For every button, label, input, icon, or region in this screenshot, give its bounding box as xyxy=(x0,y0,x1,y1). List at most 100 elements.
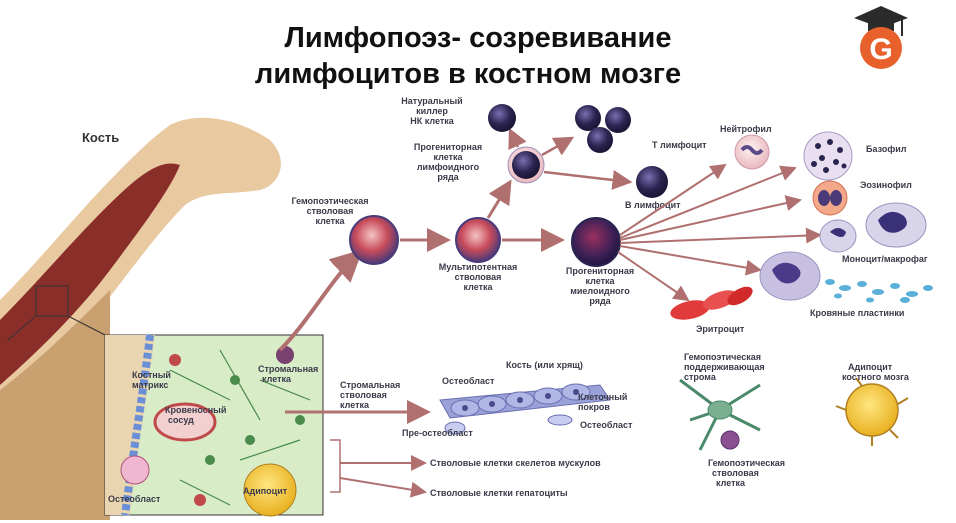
zoom-line-left xyxy=(7,315,37,341)
inset-adipocyte-label: Адипоцит xyxy=(243,486,288,496)
bone-cartilage-label: Кость (или хрящ) xyxy=(506,360,583,370)
hsc-label-1: Гемопоэтическая xyxy=(291,196,368,206)
t-cell-1 xyxy=(575,105,601,131)
vessel-label-2: сосуд xyxy=(168,415,194,425)
lymphoid-label-4: ряда xyxy=(437,172,459,182)
nk-label-1: Натуральный xyxy=(401,96,462,106)
b-cell-label: В лимфоцит xyxy=(625,200,681,210)
lymphoid-label-2: клетка xyxy=(433,152,463,162)
lining-label-2: покров xyxy=(578,402,610,412)
vessel-label-1: Кровеносный xyxy=(165,405,226,415)
adipocyte-label-2: костного мозга xyxy=(842,372,910,382)
lymphoid-label-1: Прогениторная xyxy=(414,142,482,152)
platelets-label: Кровяные пластинки xyxy=(810,308,904,318)
basophil-cell xyxy=(803,131,853,181)
platelets xyxy=(825,279,933,303)
t-cell-3 xyxy=(587,127,613,153)
myeloid-label-3: миелоидного xyxy=(570,286,630,296)
lymphoid-label-3: лимфоидного xyxy=(417,162,480,172)
multipotent-cell xyxy=(455,217,501,263)
erythrocytes xyxy=(670,286,753,320)
adipocyte-label-1: Адипоцит xyxy=(848,362,893,372)
stem-muscle-label: Стволовые клетки скелетов мускулов xyxy=(430,458,601,468)
arrow-inset-to-hsc xyxy=(278,249,363,352)
nk-cell xyxy=(488,104,516,132)
myeloid-arrows xyxy=(617,163,822,302)
nk-label-2: киллер xyxy=(416,106,448,116)
inset-osteoblast-label: Остеобласт xyxy=(108,494,161,504)
hsc-cell xyxy=(349,215,399,265)
stroma-label-2: поддерживающая xyxy=(684,362,765,372)
basophil-label: Базофил xyxy=(866,144,907,154)
stroma-label-1: Гемопоэтическая xyxy=(684,352,761,362)
stroma-label-3: строма xyxy=(684,372,717,382)
logo-badge xyxy=(860,27,902,69)
arrow-to-b xyxy=(543,170,633,190)
osteoblast-chain xyxy=(439,383,611,435)
page-title-line-2: лимфоцитов в костном мозге xyxy=(254,58,682,90)
hsc-label-2: стволовая xyxy=(307,206,354,216)
stem-hepato-label: Стволовые клетки гепатоциты xyxy=(430,488,568,498)
pre-osteoblast-label: Пре-остеобласт xyxy=(402,428,473,438)
hsc2-label-1: Гемопоэтическая xyxy=(708,458,785,468)
logo-letter: G xyxy=(869,33,892,66)
marrow-inset xyxy=(104,334,324,517)
neutrophil-label: Нейтрофил xyxy=(720,124,772,134)
stromal-label-3: клетка xyxy=(340,400,370,410)
nk-label-3: НК клетка xyxy=(410,116,455,126)
bone-illustration xyxy=(0,117,281,520)
t-cell-2 xyxy=(605,107,631,133)
hsc-label-3: клетка xyxy=(315,216,345,226)
monocyte-label: Моноцит/макрофаг xyxy=(842,254,928,264)
page-title-line-1: Лимфопоэз- созревивание xyxy=(284,22,672,54)
bone-matrix-label-2: матрикс xyxy=(132,380,168,390)
stromal-label-1: Стромальная xyxy=(340,380,400,390)
inset-stromal-label-2: клетка xyxy=(262,374,292,384)
hsc2-label-2: стволовая xyxy=(712,468,759,478)
multipotent-label-3: клетка xyxy=(463,282,493,292)
myeloid-label-2: клетка xyxy=(585,276,615,286)
multipotent-label-2: стволовая xyxy=(455,272,502,282)
stroma-cell xyxy=(679,378,761,451)
zoom-line-top xyxy=(67,315,106,336)
osteoblast2-label: Остеобласт xyxy=(580,420,633,430)
logo: G xyxy=(854,6,908,69)
stromal-label-2: стволовая xyxy=(340,390,387,400)
lining-label-1: Клеточный xyxy=(578,392,627,402)
arrow-to-hepato xyxy=(339,477,427,498)
erythrocyte-label: Эритроцит xyxy=(696,324,745,334)
inset-stromal-label-1: Стромальная xyxy=(258,364,318,374)
myeloid-label-1: Прогениторная xyxy=(566,266,634,276)
multipotent-label-1: Мультипотентная xyxy=(439,262,517,272)
arrow-multipotent-to-lymphoid xyxy=(486,179,512,219)
lymphoid-progenitor-cell xyxy=(512,151,540,179)
zoom-box xyxy=(35,285,69,317)
arrow-to-nk xyxy=(508,127,527,151)
eosinophil-label: Эозинофил xyxy=(860,180,912,190)
bracket xyxy=(330,439,341,493)
osteoblast-label: Остеобласт xyxy=(442,376,495,386)
adipocyte-cell xyxy=(835,377,909,446)
bone-matrix-label-1: Костный xyxy=(132,370,171,380)
bone-label: Кость xyxy=(82,130,119,145)
graduation-cap-icon xyxy=(854,6,908,36)
arrow-to-t xyxy=(541,136,575,157)
myeloid-progenitor-cell xyxy=(571,217,621,267)
b-cell xyxy=(636,166,668,198)
t-cell-label: Т лимфоцит xyxy=(652,140,707,150)
hsc2-label-3: клетка xyxy=(716,478,746,488)
